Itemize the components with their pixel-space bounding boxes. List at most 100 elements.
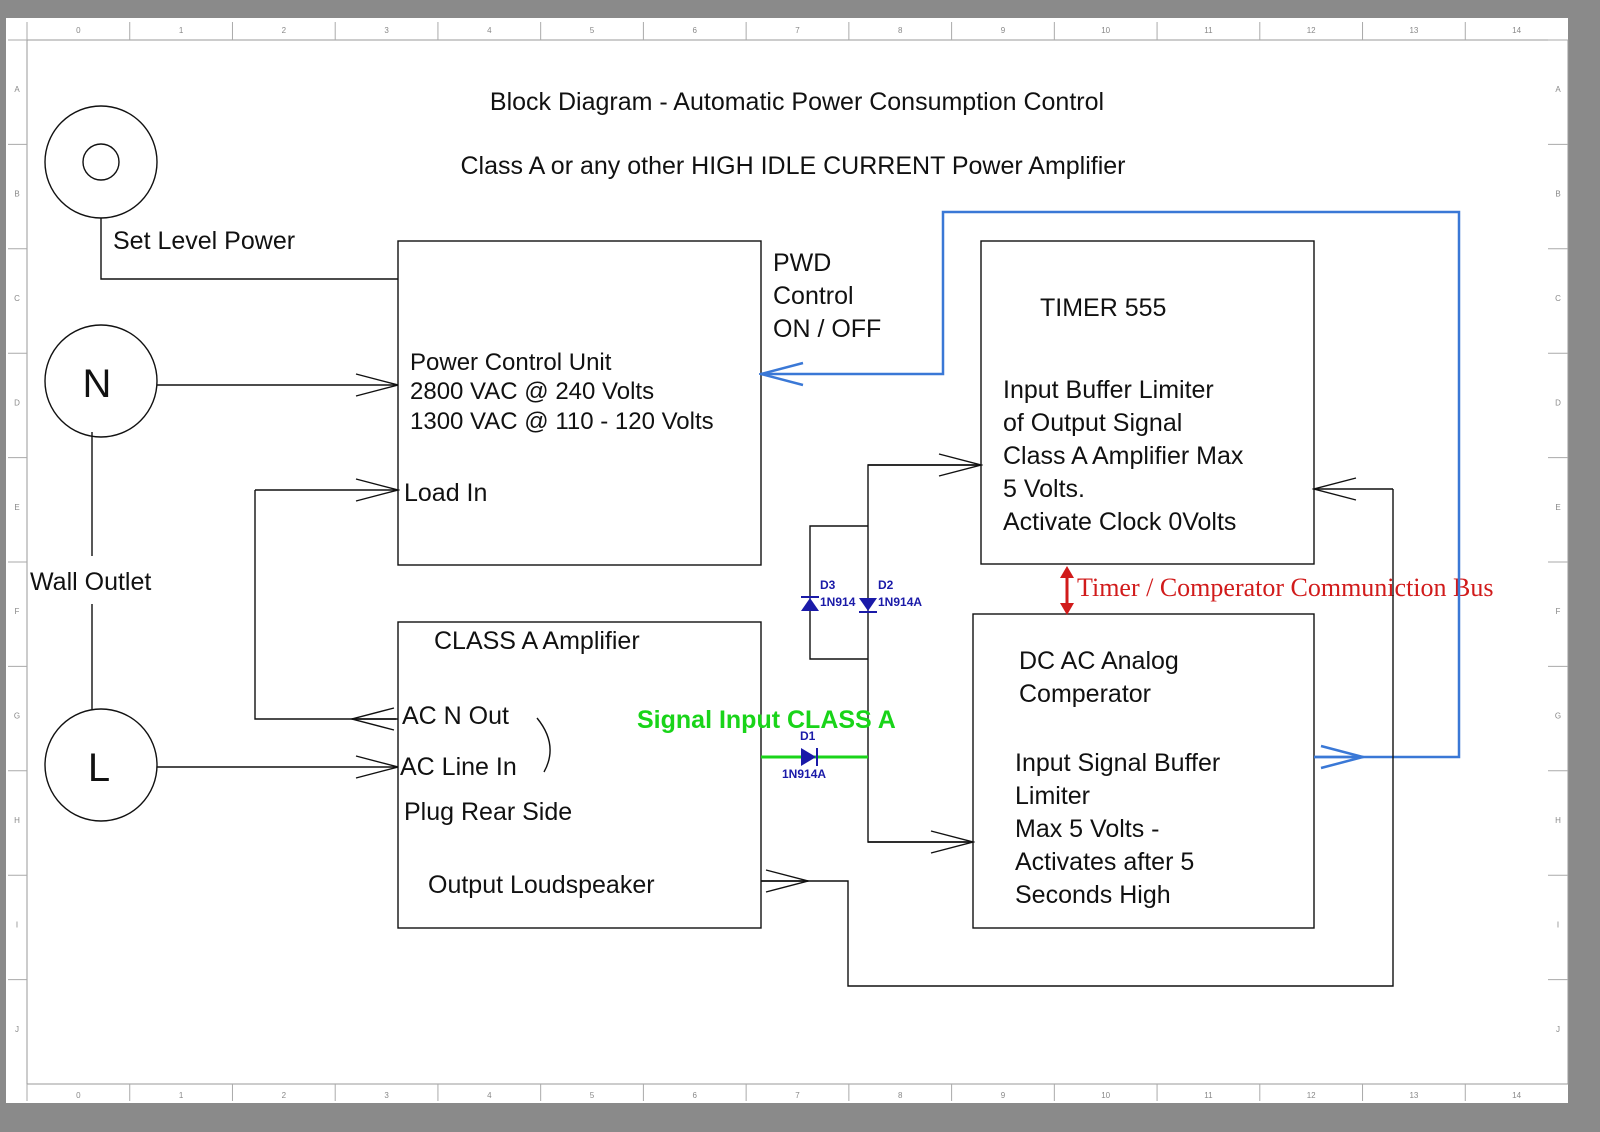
timer-title: TIMER 555 xyxy=(1040,294,1166,322)
d3-ref: D3 xyxy=(820,578,836,592)
ruler-row-label: I xyxy=(16,920,18,929)
ruler-column-label: 9 xyxy=(1001,26,1006,35)
border-ruler xyxy=(8,22,1568,1101)
ruler-row-label: J xyxy=(15,1025,19,1034)
ruler-row-label: C xyxy=(1555,294,1561,303)
comparator-line-1: Input Signal Buffer xyxy=(1015,749,1220,777)
ruler-column-label: 4 xyxy=(487,26,492,35)
class-a-amplifier-block xyxy=(397,621,762,929)
ruler-row-label: E xyxy=(14,503,19,512)
diagram-subtitle: Class A or any other HIGH IDLE CURRENT P… xyxy=(460,152,1125,180)
comparator-line-2: Limiter xyxy=(1015,782,1090,810)
timer-line-4: 5 Volts. xyxy=(1003,475,1085,503)
ruler-column-label: 11 xyxy=(1204,26,1213,35)
ruler-row-label: G xyxy=(1555,712,1561,721)
ac-line-in-label: AC Line In xyxy=(400,753,517,781)
load-in-label: Load In xyxy=(404,479,487,507)
pwd-label-2: Control xyxy=(773,282,854,310)
neutral-label: N xyxy=(83,362,112,406)
ruler-column-label: 12 xyxy=(1307,1091,1316,1100)
ac-n-out-label: AC N Out xyxy=(402,702,509,730)
line-terminal xyxy=(44,708,158,822)
ruler-column-label: 4 xyxy=(487,1091,492,1100)
knob-wire xyxy=(100,218,398,280)
ruler-column-label: 5 xyxy=(590,1091,595,1100)
line-label: L xyxy=(88,746,110,790)
ruler-column-label: 0 xyxy=(76,1091,81,1100)
ruler-column-label: 8 xyxy=(898,26,903,35)
timer-line-1: Input Buffer Limiter xyxy=(1003,376,1214,404)
timer-line-2: of Output Signal xyxy=(1003,409,1182,437)
ruler-column-label: 5 xyxy=(590,26,595,35)
power-unit-title: Power Control Unit xyxy=(410,349,612,376)
ruler-row-label: J xyxy=(1556,1025,1560,1034)
diagram-title: Block Diagram - Automatic Power Consumpt… xyxy=(490,88,1104,116)
timer-line-5: Activate Clock 0Volts xyxy=(1003,508,1236,536)
pwd-label-3: ON / OFF xyxy=(773,315,881,343)
ruler-row-label: A xyxy=(1555,85,1561,94)
d1-ref: D1 xyxy=(800,729,816,743)
comparator-block xyxy=(972,613,1315,929)
ruler-column-label: 7 xyxy=(795,1091,800,1100)
timer-line-3: Class A Amplifier Max xyxy=(1003,442,1244,470)
ruler-row-label: B xyxy=(14,190,19,199)
ruler-row-label: H xyxy=(1555,816,1561,825)
power-control-unit-block xyxy=(397,240,762,566)
ruler-column-label: 10 xyxy=(1101,26,1110,35)
communication-bus xyxy=(1060,566,1074,615)
ruler-column-label: 12 xyxy=(1307,26,1316,35)
ruler-row-label: I xyxy=(1557,920,1559,929)
comparator-title-1: DC AC Analog xyxy=(1019,647,1179,675)
wall-outlet-label: Wall Outlet xyxy=(30,568,151,596)
loudspeaker-return-wire xyxy=(761,489,1394,987)
d2-part: 1N914A xyxy=(878,595,922,609)
output-loudspeaker-label: Output Loudspeaker xyxy=(428,871,655,899)
comparator-title-2: Comperator xyxy=(1019,680,1151,708)
border-ruler-labels: 0011223344556677889910101111121213131414… xyxy=(14,26,1561,1100)
sheet-paper xyxy=(6,18,1568,1103)
ruler-column-label: 2 xyxy=(282,26,287,35)
load-loop-wire xyxy=(254,490,396,720)
comparator-line-5: Seconds High xyxy=(1015,881,1171,909)
power-unit-rating-240: 2800 VAC @ 240 Volts xyxy=(410,378,654,405)
timer-555-block xyxy=(980,240,1315,565)
ruler-column-label: 0 xyxy=(76,26,81,35)
ruler-column-label: 11 xyxy=(1204,1091,1213,1100)
bus-label: Timer / Comperator Communiction Bus xyxy=(1077,573,1493,602)
ruler-row-label: H xyxy=(14,816,20,825)
d2-ref: D2 xyxy=(878,578,894,592)
ruler-column-label: 13 xyxy=(1409,26,1418,35)
d3-part: 1N914 xyxy=(820,595,856,609)
feedback-control-line xyxy=(761,210,1461,759)
ruler-row-label: C xyxy=(14,294,20,303)
ruler-column-label: 6 xyxy=(693,26,698,35)
ruler-column-label: 10 xyxy=(1101,1091,1110,1100)
ruler-column-label: 6 xyxy=(693,1091,698,1100)
ruler-row-label: G xyxy=(14,712,20,721)
set-level-power-knob[interactable] xyxy=(44,105,158,219)
ruler-column-label: 3 xyxy=(384,26,389,35)
ruler-column-label: 2 xyxy=(282,1091,287,1100)
ruler-column-label: 14 xyxy=(1512,26,1521,35)
pwd-label-1: PWD xyxy=(773,249,831,277)
signal-input-label: Signal Input CLASS A xyxy=(637,706,896,734)
ruler-column-label: 9 xyxy=(1001,1091,1006,1100)
ruler-row-label: B xyxy=(1555,190,1560,199)
ruler-column-label: 1 xyxy=(179,1091,184,1100)
ruler-column-label: 3 xyxy=(384,1091,389,1100)
ruler-column-label: 13 xyxy=(1409,1091,1418,1100)
diode-d3 xyxy=(801,596,819,611)
neutral-terminal xyxy=(44,324,158,438)
ruler-row-label: D xyxy=(14,398,20,407)
comparator-line-4: Activates after 5 xyxy=(1015,848,1194,876)
diode-d2 xyxy=(859,598,877,613)
ruler-column-label: 1 xyxy=(179,26,184,35)
ruler-row-label: F xyxy=(1556,607,1561,616)
set-level-power-label: Set Level Power xyxy=(113,227,295,255)
ruler-column-label: 8 xyxy=(898,1091,903,1100)
ruler-row-label: A xyxy=(14,85,20,94)
ruler-column-label: 14 xyxy=(1512,1091,1521,1100)
ruler-column-label: 7 xyxy=(795,26,800,35)
